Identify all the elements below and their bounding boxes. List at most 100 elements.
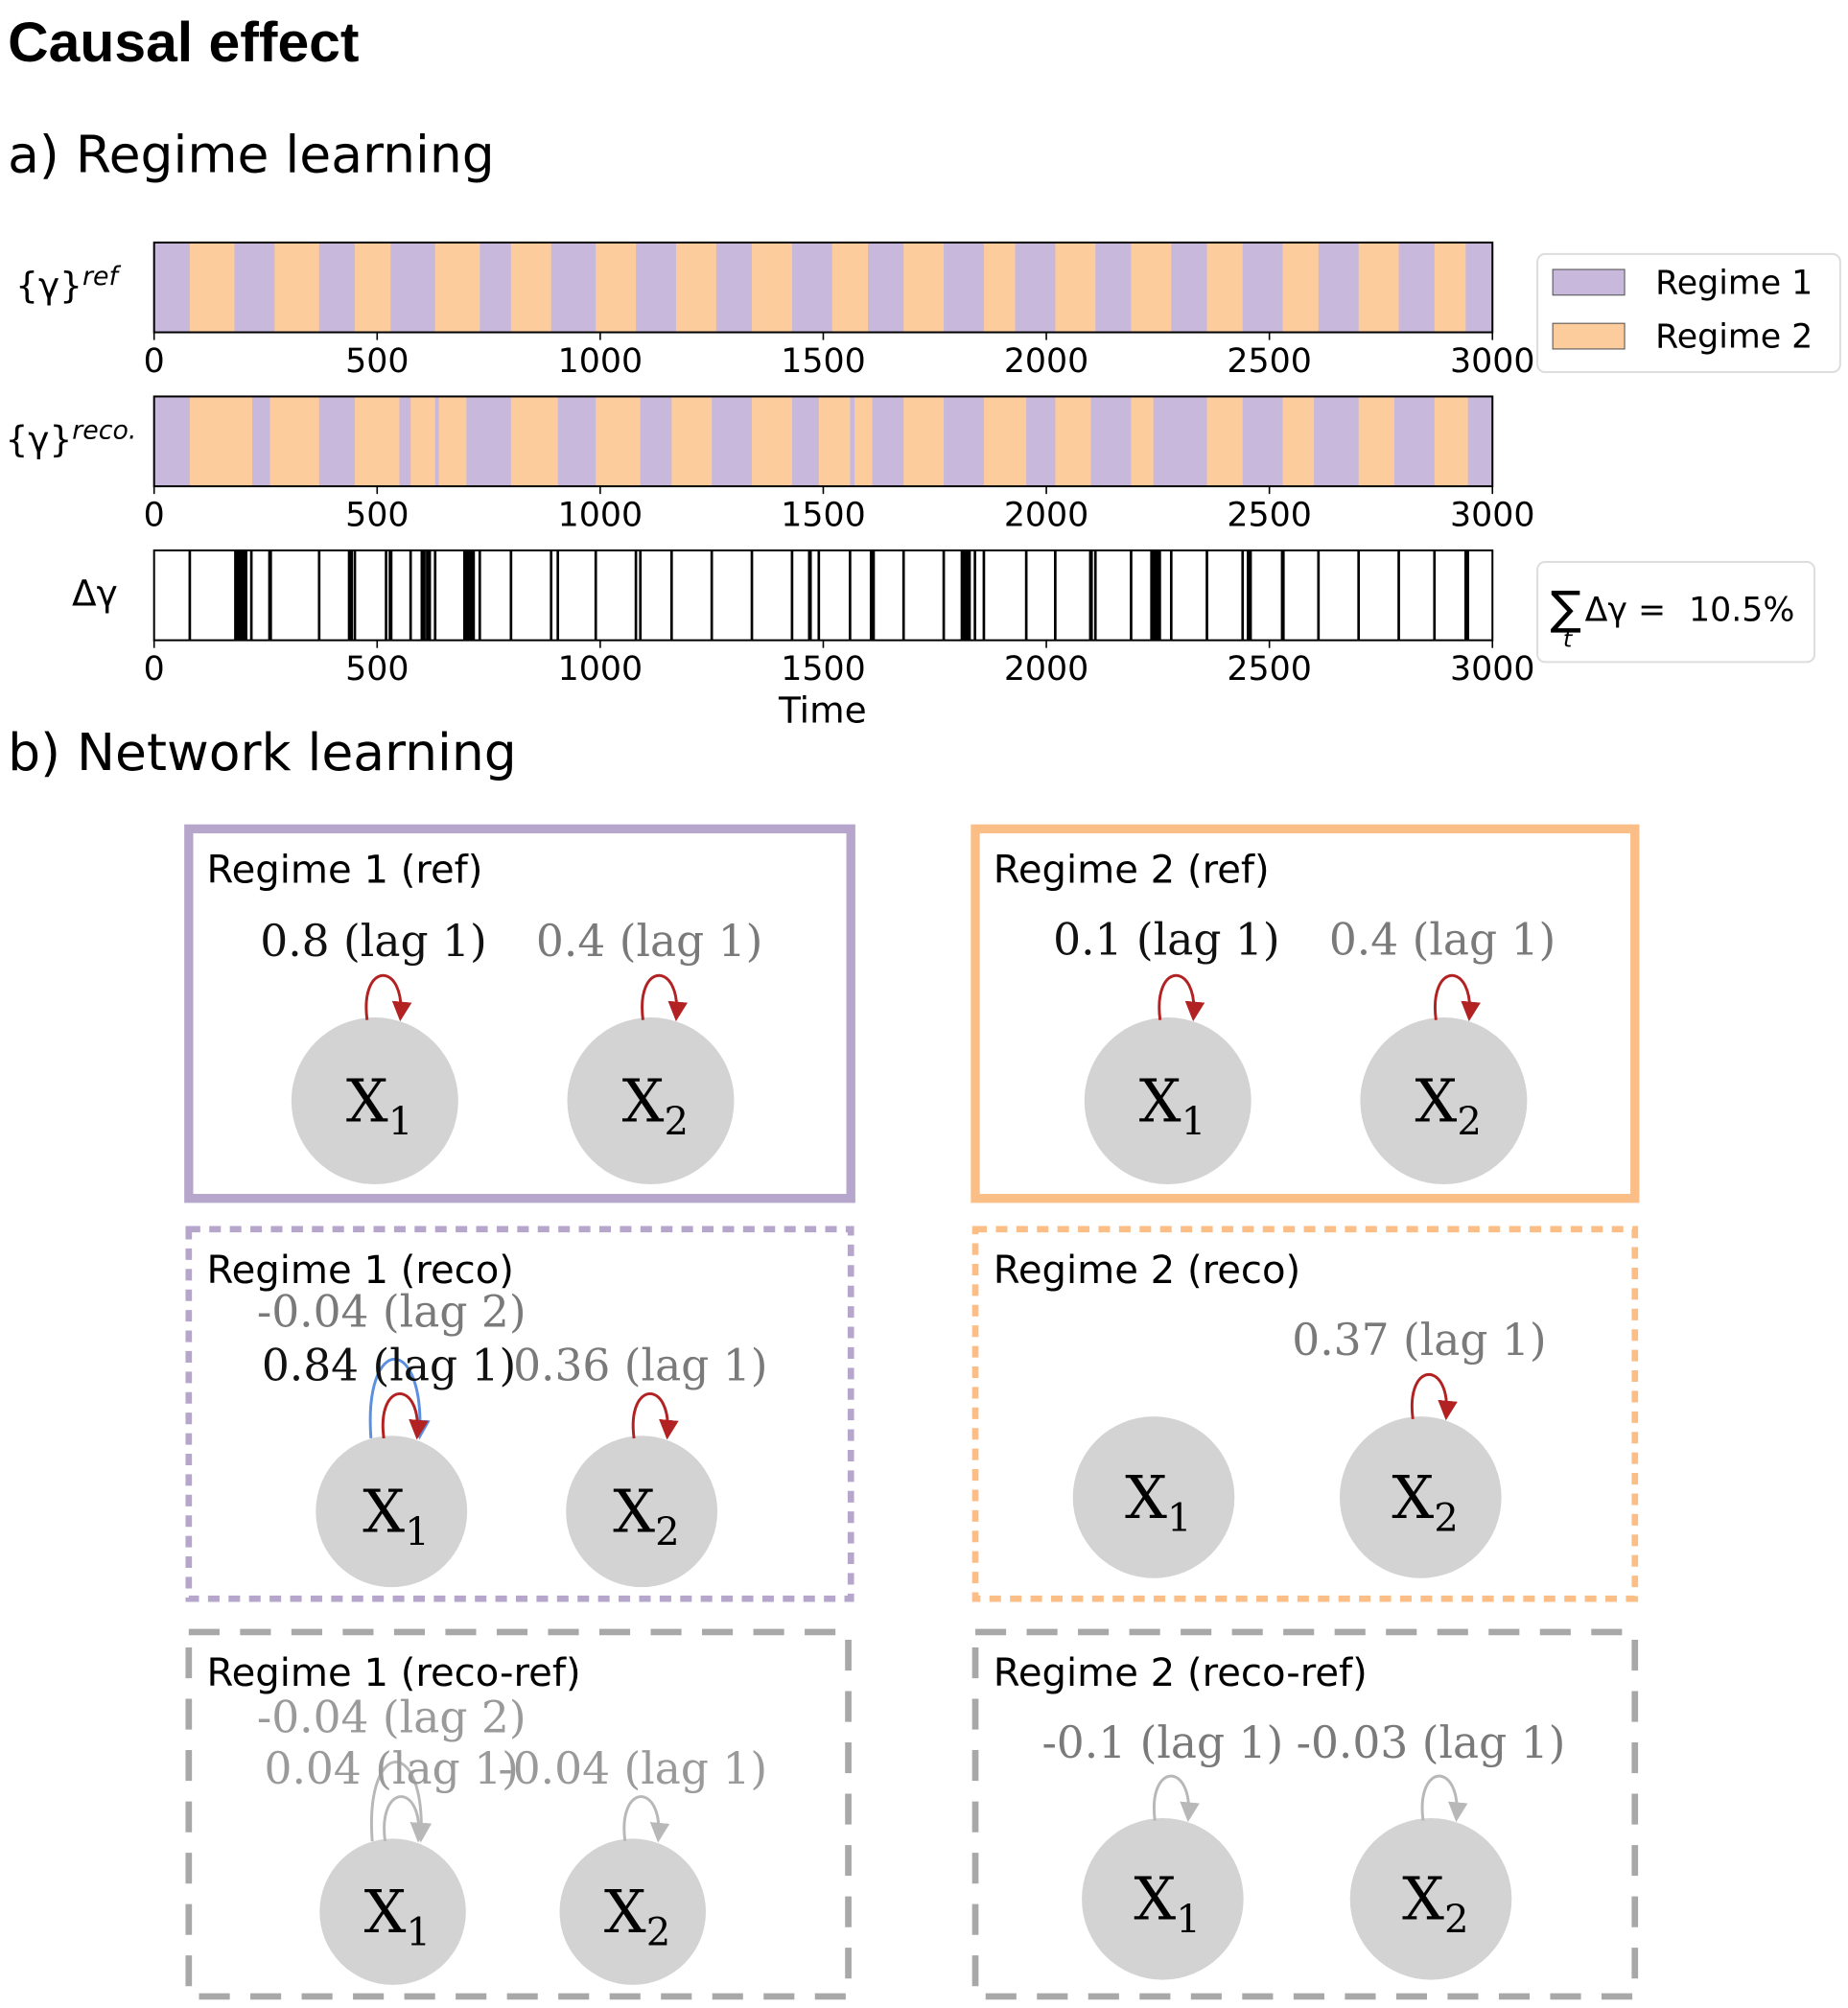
edge-label: -0.04 (lag 2)	[257, 1287, 526, 1338]
x-tick-label: 2000	[1004, 342, 1088, 381]
delta-mismatch-line	[869, 550, 876, 641]
x-tick-label: 1500	[781, 342, 865, 381]
delta-mismatch-line	[433, 550, 437, 641]
timeline-reco-regime-2-segment	[1131, 396, 1154, 487]
panel-frame	[185, 1628, 852, 2000]
x-tick-label: 0	[144, 342, 165, 381]
delta-mismatch-line	[317, 550, 321, 641]
legend-label-regime-2: Regime 2	[1655, 318, 1813, 357]
x-tick-label: 500	[345, 497, 409, 535]
x-tick-label: 2000	[1004, 650, 1088, 689]
delta-mismatch-line	[268, 550, 272, 641]
node-subscript-x1: 1	[1181, 1100, 1206, 1144]
x-tick-label: 1000	[558, 650, 643, 689]
sum-box-frame	[1536, 561, 1816, 664]
sum-value: 10.5%	[1689, 592, 1794, 630]
panel-title: Regime 1 (reco-ref)	[207, 1651, 581, 1695]
timeline-ref	[152, 241, 1494, 334]
x-tick-label: 2500	[1227, 497, 1311, 535]
panel-frame	[971, 824, 1640, 1203]
delta-mismatch-line	[594, 550, 597, 641]
row-label-ref-sup: ref	[82, 262, 121, 292]
delta-mismatch-line	[468, 550, 476, 641]
node-x1	[1072, 1416, 1235, 1578]
edge-label: 0.4 (lag 1)	[1329, 914, 1556, 965]
timeline-reco-regime-2-segment	[671, 396, 713, 487]
legend: Regime 1 Regime 2	[1536, 252, 1841, 374]
timeline-reco-regime-2-segment	[269, 396, 319, 487]
x-axis-label: Time	[778, 689, 867, 731]
edge-self-loop	[364, 973, 412, 1022]
edge-label: -0.1 (lag 1)	[1041, 1717, 1283, 1768]
node-label-x1: X	[346, 1066, 388, 1135]
node-x2	[1360, 1017, 1528, 1184]
edge-self-loop	[381, 1391, 429, 1440]
delta-mismatch-line	[807, 550, 812, 641]
node-x2	[559, 1838, 707, 1985]
timeline-reco	[152, 395, 1494, 488]
timeline-ref-regime-2-segment	[596, 242, 637, 333]
delta-mismatch-line	[249, 550, 253, 641]
delta-mismatch-line	[1054, 550, 1057, 641]
edge-self-loop	[622, 1795, 670, 1843]
panel-title: Regime 2 (ref)	[994, 849, 1270, 893]
sum-box: ∑ t Δγ = 10.5%	[1536, 561, 1816, 664]
delta-mismatch-line	[1024, 550, 1028, 641]
node-x2	[1340, 1416, 1502, 1578]
timeline-ref-regime-2-segment	[1358, 242, 1399, 333]
x-tick-label: 1000	[558, 342, 643, 381]
timeline-reco-regime-2-segment	[1434, 396, 1468, 487]
edge-label: 0.8 (lag 1)	[260, 916, 486, 967]
delta-mismatch-line	[639, 550, 643, 641]
node-subscript-x2: 2	[1457, 1100, 1482, 1144]
timeline-ref-regime-2-segment	[1206, 242, 1243, 333]
node-x1	[291, 1017, 458, 1184]
delta-mismatch-line	[1093, 550, 1097, 641]
sum-symbol: ∑	[1550, 581, 1580, 635]
delta-mismatch-line	[1433, 550, 1437, 641]
node-label-x2: X	[1392, 1463, 1434, 1532]
delta-mismatch-line	[188, 550, 192, 641]
node-label-x2: X	[604, 1878, 646, 1947]
timeline-reco-regime-2-segment	[189, 396, 253, 487]
panel-frame	[185, 1226, 854, 1602]
node-subscript-x2: 2	[1444, 1898, 1469, 1942]
timeline-ref-regime-2-segment	[189, 242, 235, 333]
delta-mismatch-line	[347, 550, 354, 641]
timeline-ref-regime-2-segment	[434, 242, 480, 333]
edge-self-loop	[1158, 973, 1205, 1022]
timeline-reco-regime-2-segment	[355, 396, 400, 487]
delta-mismatch-line	[1088, 550, 1093, 641]
node-subscript-x2: 2	[1434, 1496, 1459, 1540]
panel-title: Regime 2 (reco-ref)	[994, 1651, 1368, 1695]
edge-label: 0.37 (lag 1)	[1292, 1315, 1546, 1366]
delta-background	[153, 550, 1493, 641]
delta-mismatch-line	[1169, 550, 1173, 641]
delta-mismatch-line	[241, 550, 248, 641]
delta-mismatch-line	[1241, 550, 1245, 641]
delta-mismatch-line	[973, 550, 976, 641]
panel-title: Regime 1 (reco)	[207, 1249, 514, 1293]
edge-label: 0.84 (lag 1)	[262, 1341, 516, 1391]
delta-mismatch-line	[942, 550, 946, 641]
delta-mismatch-line	[901, 550, 905, 641]
node-label-x1: X	[364, 1878, 407, 1947]
timeline-reco-regime-2-segment	[752, 396, 792, 487]
delta-mismatch-line	[353, 550, 357, 641]
delta-mismatch-line	[1247, 550, 1252, 641]
edge-self-loop	[369, 1761, 433, 1843]
timeline-reco-regime-2-segment	[1055, 396, 1091, 487]
x-tick-label: 1500	[781, 650, 865, 689]
timeline-ref-regime-2-segment	[903, 242, 945, 333]
x-tick-label: 0	[144, 650, 165, 689]
row-label-reco: {γ}reco.	[5, 416, 136, 460]
node-subscript-x1: 1	[388, 1100, 413, 1144]
edge-self-loop	[1420, 1774, 1468, 1823]
node-label-x2: X	[1402, 1865, 1444, 1934]
edge-label: -0.04 (lag 2)	[257, 1692, 526, 1742]
